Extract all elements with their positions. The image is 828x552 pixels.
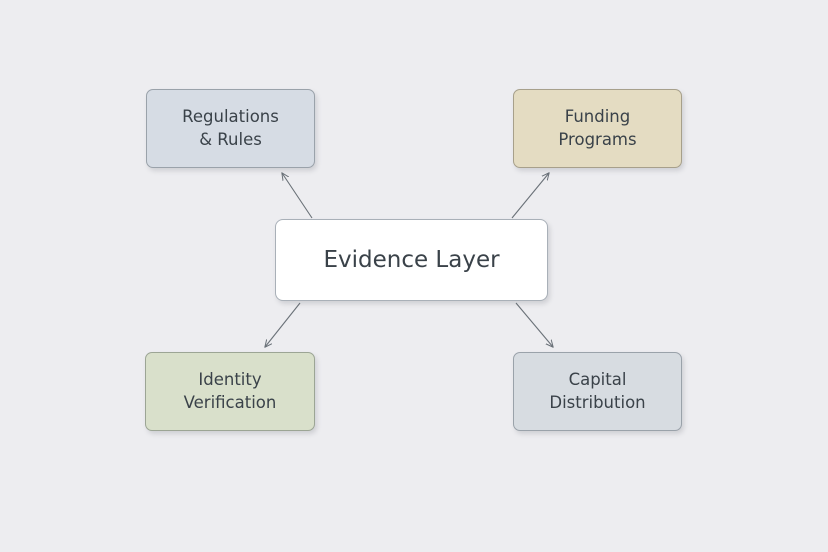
edge-center-to-capital <box>515 302 553 347</box>
node-capital-distribution-label: Capital Distribution <box>549 370 646 412</box>
edge-center-to-funding <box>511 173 549 219</box>
node-evidence-layer[interactable]: Evidence Layer <box>275 219 548 301</box>
node-evidence-layer-label: Evidence Layer <box>323 246 500 273</box>
node-capital-distribution[interactable]: Capital Distribution <box>513 352 682 431</box>
node-regulations[interactable]: Regulations & Rules <box>146 89 315 168</box>
node-funding[interactable]: Funding Programs <box>513 89 682 168</box>
node-funding-label: Funding Programs <box>558 107 637 149</box>
node-identity-verification-label: Identity Verification <box>183 370 277 412</box>
edge-center-to-identity <box>265 302 301 347</box>
node-regulations-label: Regulations & Rules <box>182 107 279 149</box>
node-identity-verification[interactable]: Identity Verification <box>145 352 315 431</box>
edge-center-to-regulations <box>282 173 313 219</box>
